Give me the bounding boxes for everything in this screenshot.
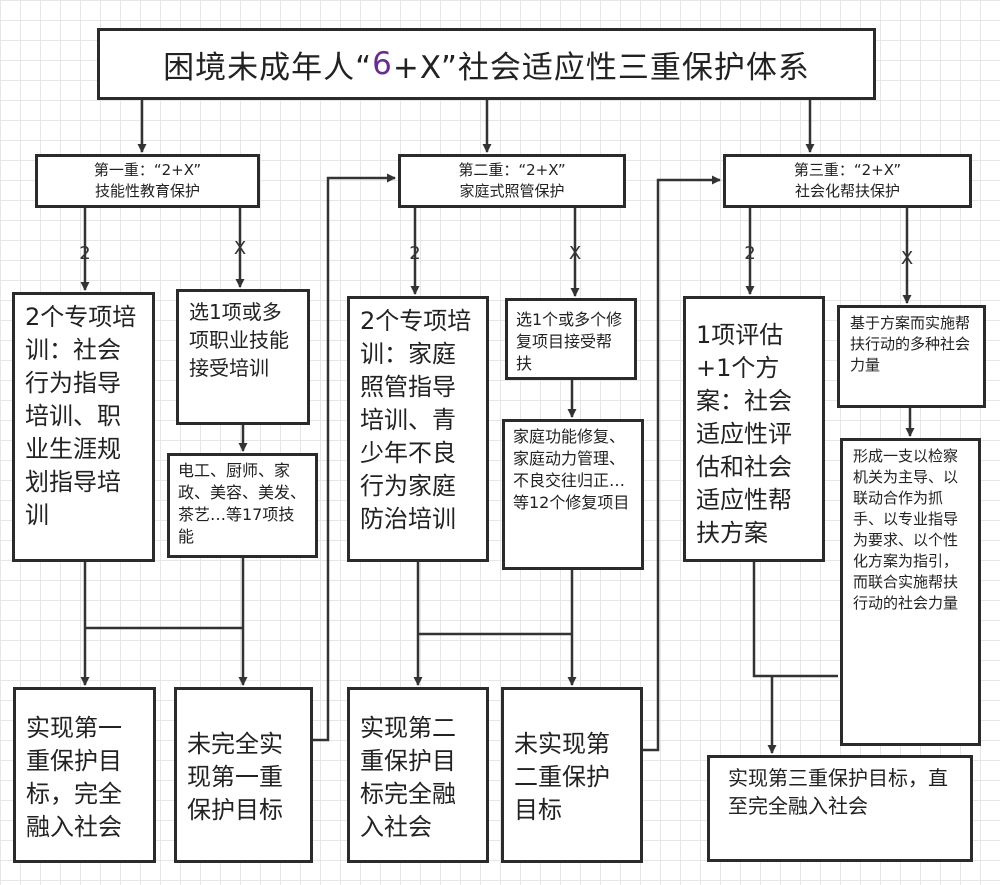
tier-1-line1: 第一重：“2+X”: [93, 161, 202, 179]
tier3-assessment-plan: 1项评估+1个方案：社会适应性评估和社会适应性帮扶方案: [683, 296, 825, 562]
tier3-goal-achieved: 实现第三重保护目标，直至完全融入社会: [707, 755, 973, 862]
diagram-title: 困境未成年人“6+X”社会适应性三重保护体系: [97, 28, 876, 100]
title-part-1: 困境未成年人“: [163, 49, 373, 86]
arrow-notdone1-to-tier2: [313, 173, 396, 742]
tier-2-line1: 第二重：“2+X”: [458, 161, 566, 179]
tier2-goal-achieved: 实现第二重保护目标完全融入社会: [347, 687, 489, 863]
edge-label-tier2-x: X: [568, 243, 582, 264]
tier1-two-trainings: 2个专项培训：社会行为指导培训、职业生涯规划指导培训: [12, 292, 155, 562]
title-highlight: 6: [372, 46, 393, 82]
tier-3-header: 第三重：“2+X” 社会化帮扶保护: [723, 154, 972, 208]
title-part-2: +X”社会适应性三重保护体系: [392, 49, 810, 86]
tier-2-line2: 家庭式照管保护: [459, 182, 565, 200]
tier1-goal-achieved: 实现第一重保护目标，完全融入社会: [13, 687, 156, 863]
tier1-x-vocational: 选1项或多项职业技能接受培训: [176, 289, 310, 425]
edge-label-tier1-two: 2: [79, 243, 91, 264]
tier2-goal-not-achieved: 未实现第二重保护目标: [501, 687, 643, 863]
tier2-repair-projects: 家庭功能修复、家庭动力管理、不良交往归正…等12个修复项目: [502, 419, 644, 570]
tier3-social-force-team: 形成一支以检察机关为主导、以联动合作为抓手、以专业指导为要求、以个性化方案为指引…: [840, 438, 981, 746]
edge-label-tier3-two: 2: [744, 243, 756, 264]
tier-3-line1: 第三重：“2+X”: [793, 161, 902, 179]
edge-label-tier1-x: X: [233, 238, 247, 259]
tier-3-line2: 社会化帮扶保护: [794, 182, 900, 200]
edge-label-tier3-x: X: [900, 248, 914, 269]
tier2-two-trainings: 2个专项培训：家庭照管指导培训、青少年不良行为家庭防治培训: [347, 296, 489, 562]
tier-2-header: 第二重：“2+X” 家庭式照管保护: [398, 154, 626, 208]
tier2-x-repair: 选1个或多个修复项目接受帮扶: [505, 298, 637, 380]
arrow-notdone2-to-tier3: [643, 175, 721, 752]
tier-1-line2: 技能性教育保护: [94, 182, 200, 200]
tier3-x-social-forces: 基于方案而实施帮扶行动的多种社会力量: [837, 305, 986, 408]
tier-1-header: 第一重：“2+X” 技能性教育保护: [35, 154, 260, 208]
tier1-skills-list: 电工、厨师、家政、美容、美发、茶艺…等17项技能: [167, 453, 318, 558]
tier1-goal-not-achieved: 未完全实现第一重保护目标: [174, 687, 313, 863]
edge-label-tier2-two: 2: [409, 243, 421, 264]
